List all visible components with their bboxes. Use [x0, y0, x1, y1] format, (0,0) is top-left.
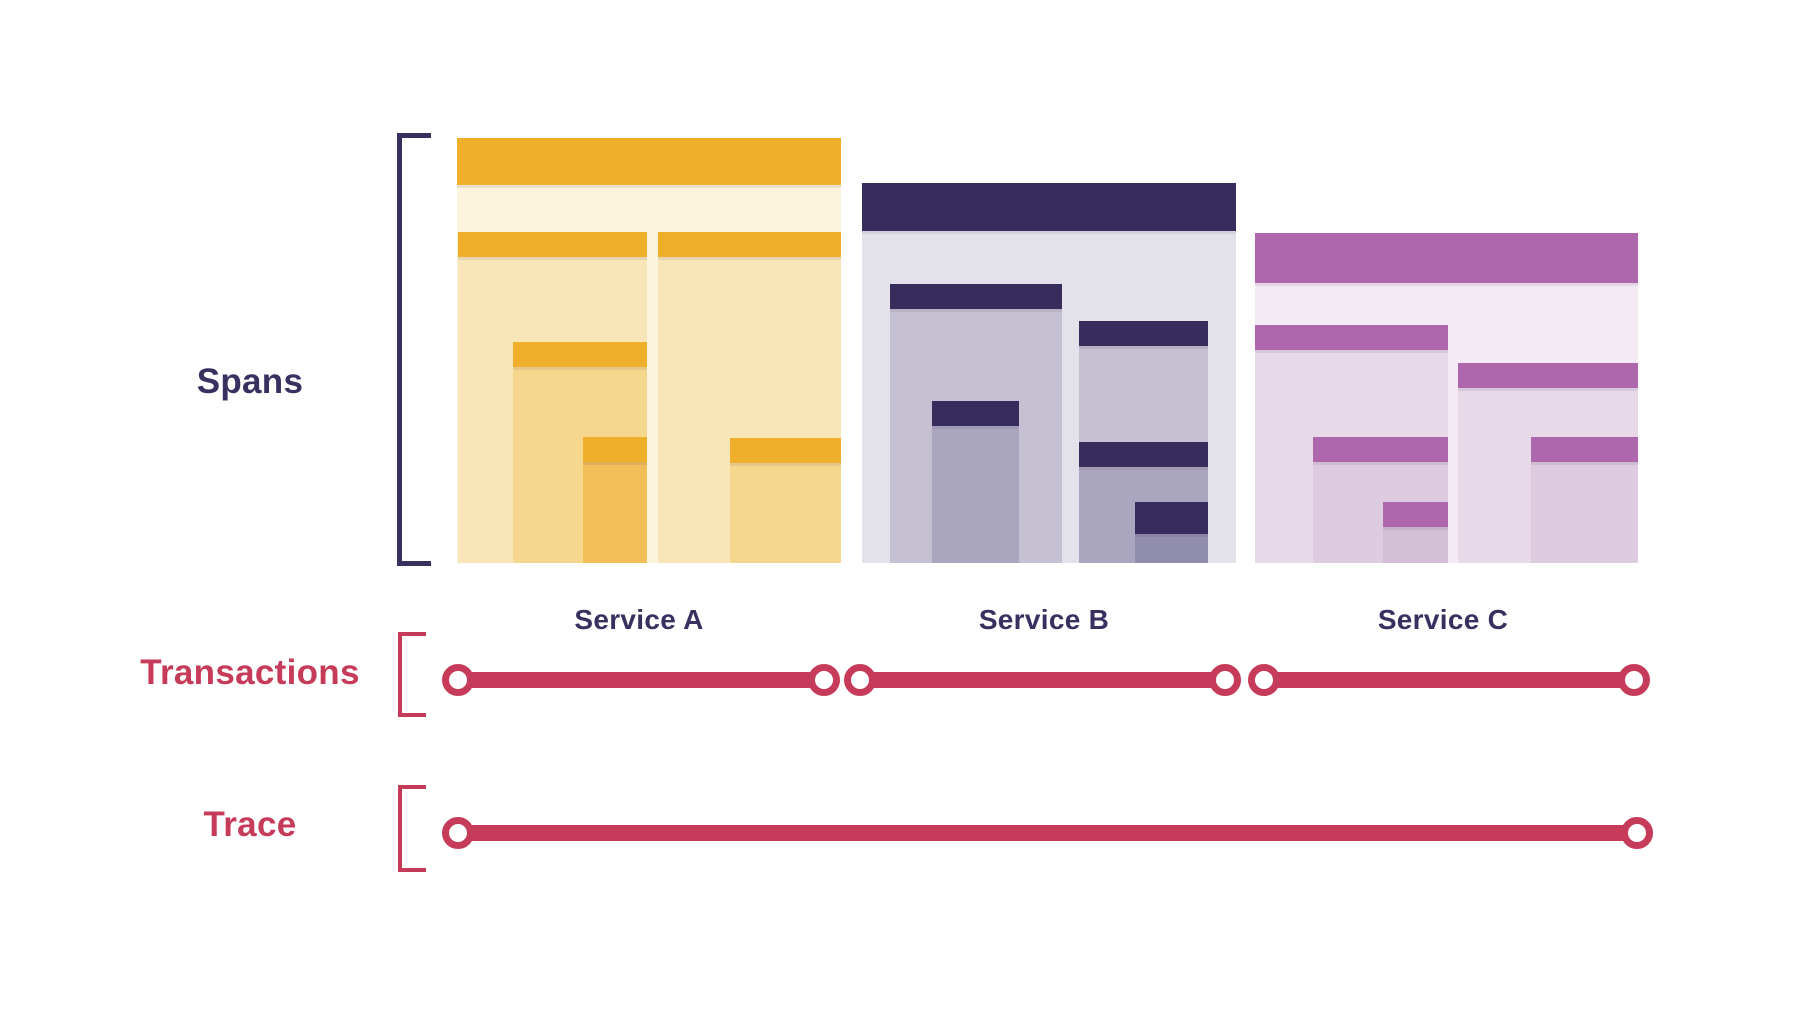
trace-line-start-circle	[442, 817, 474, 849]
span-body	[1531, 462, 1638, 563]
span-bar	[1135, 502, 1208, 534]
span-bar	[458, 232, 647, 257]
transaction-line-1-bar	[471, 672, 811, 688]
service-a-label: Service A	[574, 604, 704, 635]
span-body	[1135, 534, 1208, 563]
spans-bracket	[397, 133, 431, 566]
trace-line-end-circle	[1621, 817, 1653, 849]
span-bar	[1458, 363, 1638, 388]
span-bar	[932, 401, 1019, 426]
transaction-line-3-start-circle	[1248, 664, 1280, 696]
transactions-bracket	[398, 632, 426, 717]
transaction-line-1-end-circle	[808, 664, 840, 696]
service-c-spans-block	[1255, 233, 1638, 563]
span-bar	[1383, 502, 1448, 527]
span-bar	[1079, 321, 1208, 346]
service-b-label: Service B	[978, 604, 1110, 635]
trace-bracket	[398, 785, 426, 872]
transaction-line-2-start-circle	[844, 664, 876, 696]
service-c-label: Service C	[1377, 604, 1509, 635]
span-bar	[1079, 442, 1208, 467]
span-bar	[1531, 437, 1638, 462]
transactions-label: Transactions	[140, 653, 360, 692]
span-bar	[1255, 325, 1448, 350]
span-bar	[658, 232, 841, 257]
transaction-line-2-bar	[873, 672, 1212, 688]
span-bar	[890, 284, 1062, 309]
transaction-line-2-end-circle	[1209, 664, 1241, 696]
span-body	[730, 463, 841, 563]
trace-line-bar	[471, 825, 1624, 841]
transaction-line-3-end-circle	[1618, 664, 1650, 696]
service-b-spans-block	[862, 183, 1236, 563]
transaction-line-1-start-circle	[442, 664, 474, 696]
span-body	[1383, 527, 1448, 563]
spans-label: Spans	[196, 362, 304, 401]
span-bar	[583, 437, 647, 462]
span-bar	[513, 342, 647, 367]
service-a-spans-block	[457, 138, 841, 563]
trace-label: Trace	[203, 805, 297, 844]
span-bar	[730, 438, 841, 463]
span-body	[583, 462, 647, 563]
span-bar	[1255, 233, 1638, 283]
span-bar	[862, 183, 1236, 231]
span-bar	[457, 138, 841, 185]
span-body	[932, 426, 1019, 563]
transaction-line-3-bar	[1277, 672, 1621, 688]
span-bar	[1313, 437, 1448, 462]
